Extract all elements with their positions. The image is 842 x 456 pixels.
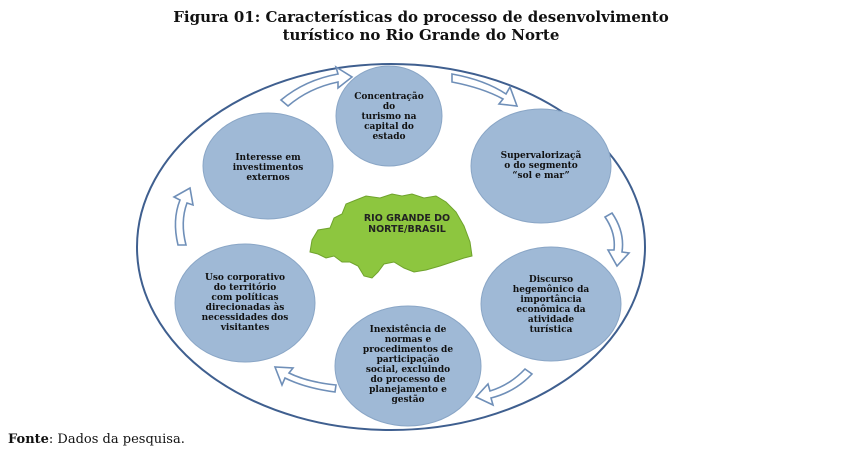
node-circle-supervalorizacao xyxy=(470,108,612,224)
source-label: Fonte xyxy=(8,432,49,447)
node-line: visitantes xyxy=(220,323,270,333)
node-circle-inexistencia xyxy=(334,305,482,427)
node-circle-interesse xyxy=(202,112,334,220)
node-line: do território xyxy=(213,283,277,293)
node-line: participação xyxy=(376,355,440,365)
figure-title: Figura 01: Características do processo d… xyxy=(0,8,842,44)
node-line: turística xyxy=(529,325,573,335)
map-label: RIO GRANDE DO NORTE/BRASIL xyxy=(352,213,462,235)
node-text-interesse: Interesse em investimentos externos xyxy=(228,150,308,186)
node-line: procedimentos de xyxy=(362,345,454,355)
node-line: importância xyxy=(520,295,582,305)
arrow-supervalorizacao-to-discurso xyxy=(603,211,631,268)
node-line: necessidades dos xyxy=(201,313,289,323)
map-label-line-2: NORTE/BRASIL xyxy=(368,224,446,235)
node-line: econômica da xyxy=(516,305,586,315)
node-text-inexistencia: Inexistência de normas e procedimentos d… xyxy=(358,318,458,412)
node-line: Supervalorizaçã xyxy=(500,151,582,161)
node-text-supervalorizacao: Supervalorizaçã o do segmento “sol e mar… xyxy=(496,146,586,186)
node-line: Discurso xyxy=(528,275,574,285)
node-line: investimentos xyxy=(232,163,304,173)
rio-grande-do-norte-map xyxy=(309,193,473,279)
node-line: Uso corporativo xyxy=(205,273,285,283)
node-line: hegemônico da xyxy=(512,285,590,295)
node-line: o do segmento xyxy=(504,161,578,171)
arrow-uso-to-interesse xyxy=(172,186,195,246)
source-note: Fonte: Dados da pesquisa. xyxy=(8,432,185,447)
node-text-uso-corporativo: Uso corporativo do território com políti… xyxy=(195,268,295,338)
node-line: gestão xyxy=(391,395,425,405)
node-line: planejamento e xyxy=(369,385,447,395)
node-line: “sol e mar” xyxy=(512,171,570,181)
node-line: normas e xyxy=(384,335,432,345)
node-line: com políticas xyxy=(211,293,279,303)
node-text-discurso: Discurso hegemônico da importância econô… xyxy=(506,270,596,340)
node-circles xyxy=(174,65,622,427)
node-line: Interesse em xyxy=(235,153,301,163)
node-line: atividade xyxy=(527,315,575,325)
node-line: Inexistência de xyxy=(369,325,447,335)
node-line: direcionadas às xyxy=(205,303,285,313)
node-text-concentracao: Concentração do turismo na capital do es… xyxy=(349,92,429,142)
node-line: capital do estado xyxy=(364,122,414,142)
arrow-inexistencia-to-uso xyxy=(273,366,337,393)
node-line: externos xyxy=(246,173,290,183)
map-label-line-1: RIO GRANDE DO xyxy=(363,213,451,224)
arrow-interesse-to-concentracao xyxy=(279,65,354,108)
node-circle-discurso xyxy=(480,246,622,362)
node-line: do processo de xyxy=(370,375,446,385)
figure-title-line-1: Figura 01: Características do processo d… xyxy=(173,8,669,26)
arrow-discurso-to-inexistencia xyxy=(474,367,534,407)
arrow-concentracao-to-supervalorizacao xyxy=(451,73,519,107)
source-text: : Dados da pesquisa. xyxy=(48,432,185,447)
figure-title-line-2: turístico no Rio Grande do Norte xyxy=(282,26,560,44)
node-line: turismo na xyxy=(361,112,417,122)
cycle-arrows xyxy=(172,65,631,407)
node-line: social, excluindo xyxy=(365,365,451,375)
node-circle-uso-corporativo xyxy=(174,243,316,363)
node-circle-concentracao xyxy=(335,65,443,167)
node-line: Concentração do xyxy=(354,92,424,112)
